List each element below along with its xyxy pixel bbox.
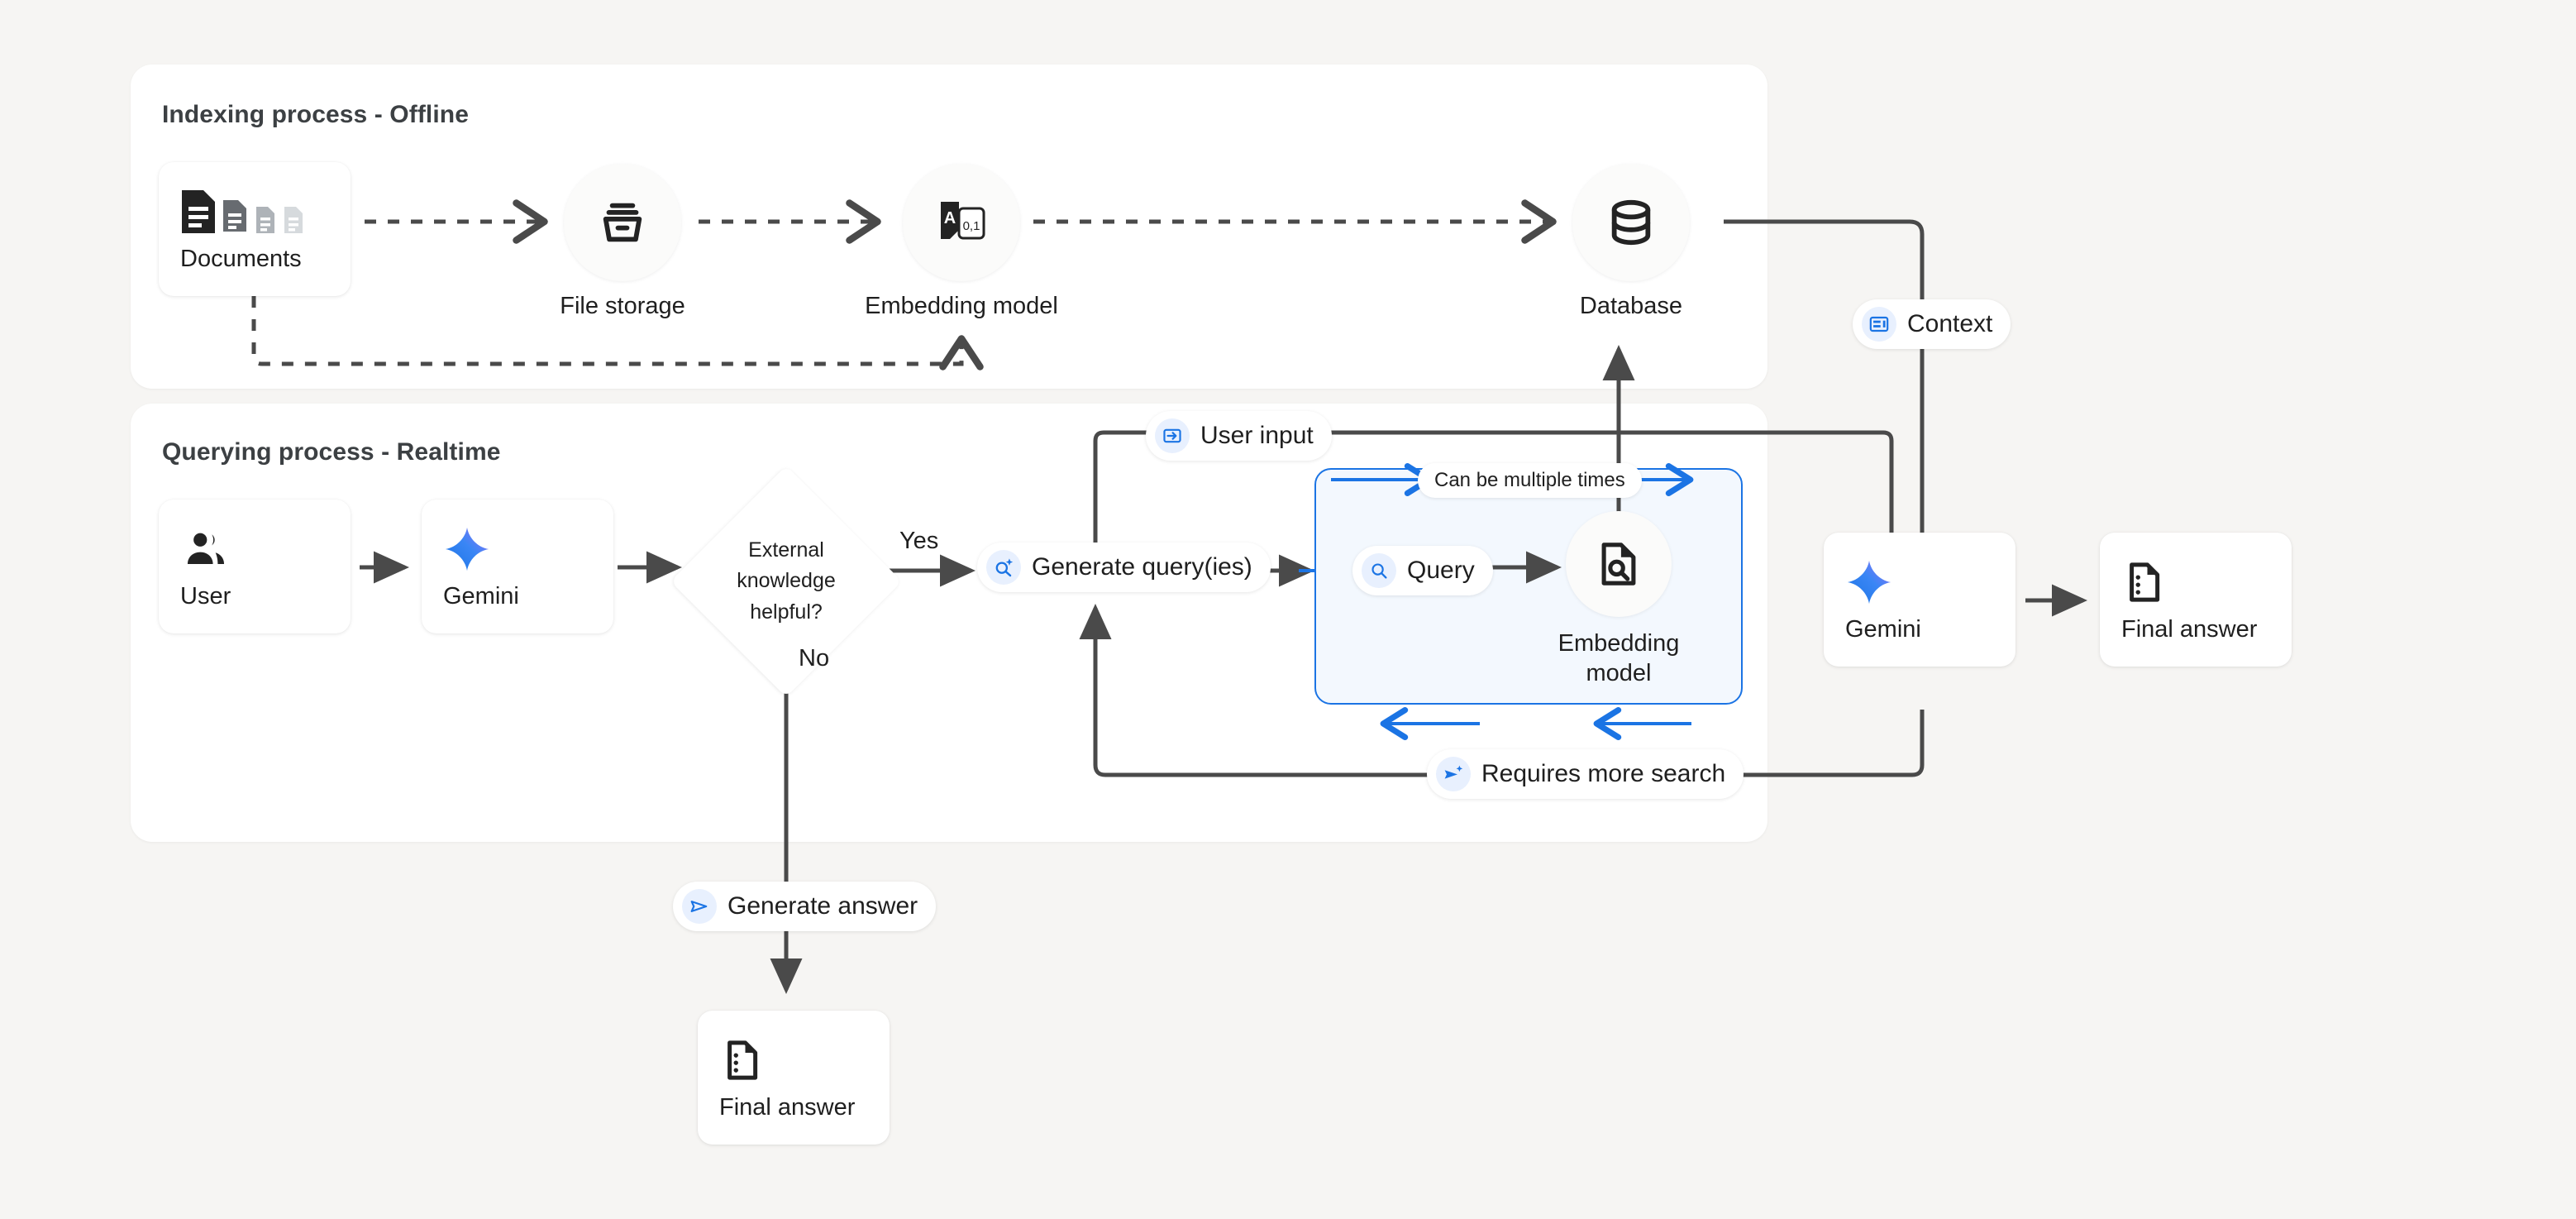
pill-can-be-multiple-times: Can be multiple times <box>1418 463 1642 498</box>
decision-label: External knowledge helpful? <box>737 538 836 624</box>
search-icon <box>1362 553 1396 588</box>
gemini-sparkle-icon <box>443 523 491 575</box>
svg-text:0,1: 0,1 <box>963 219 980 233</box>
node-database[interactable] <box>1572 164 1690 281</box>
requires-more-search-label: Requires more search <box>1481 760 1726 787</box>
gemini-first-label: Gemini <box>443 582 519 610</box>
querying-panel-title: Querying process - Realtime <box>162 438 501 466</box>
edge-label-no: No <box>799 645 830 672</box>
node-file-storage[interactable] <box>564 164 681 281</box>
pill-generate-queries[interactable]: Generate query(ies) <box>977 543 1271 592</box>
node-final-answer-bottom[interactable]: Final answer <box>698 1011 890 1145</box>
node-final-answer-right[interactable]: Final answer <box>2100 533 2292 667</box>
user-input-label: User input <box>1200 422 1314 449</box>
node-gemini-first[interactable]: Gemini <box>422 500 613 633</box>
context-panel-icon <box>1862 307 1896 342</box>
pill-context[interactable]: Context <box>1853 299 2011 349</box>
file-storage-icon <box>603 203 642 242</box>
edge-label-yes: Yes <box>899 528 939 554</box>
node-user[interactable]: User <box>159 500 351 633</box>
query-label: Query <box>1407 557 1475 584</box>
answer-document-icon <box>2121 557 2166 608</box>
send-sparkle-icon <box>1436 757 1471 791</box>
node-gemini-final[interactable]: Gemini <box>1824 533 2015 667</box>
user-group-icon <box>180 523 231 575</box>
node-embedding-model-loop[interactable] <box>1566 511 1672 617</box>
pill-query[interactable]: Query <box>1352 546 1493 595</box>
document-search-icon <box>1601 543 1636 586</box>
pill-user-input[interactable]: User input <box>1146 411 1332 461</box>
node-decision-external-knowledge[interactable]: External knowledge helpful? <box>670 465 903 698</box>
database-label: Database <box>1579 293 1683 319</box>
file-storage-label: File storage <box>560 293 685 319</box>
pill-generate-answer[interactable]: Generate answer <box>673 882 937 931</box>
node-embedding-model[interactable]: 0,1 A <box>903 164 1020 281</box>
final-answer-right-label: Final answer <box>2121 615 2258 643</box>
embedding-model-loop-label: Embedding model <box>1558 630 1680 687</box>
gemini-sparkle-icon <box>1845 557 1893 608</box>
generate-queries-label: Generate query(ies) <box>1032 553 1252 581</box>
context-label: Context <box>1907 310 1993 337</box>
user-label: User <box>180 582 231 610</box>
gemini-final-label: Gemini <box>1845 615 1921 643</box>
can-be-multiple-times-label: Can be multiple times <box>1434 469 1625 491</box>
input-arrow-icon <box>1155 418 1190 453</box>
svg-text:A: A <box>944 209 956 227</box>
node-documents[interactable]: Documents <box>159 162 351 296</box>
send-outline-icon <box>682 889 717 924</box>
database-icon <box>1611 199 1651 246</box>
search-sparkle-icon <box>986 550 1021 585</box>
embedding-model-icon: 0,1 A <box>941 202 985 240</box>
indexing-panel-title: Indexing process - Offline <box>162 101 469 128</box>
pill-requires-more-search[interactable]: Requires more search <box>1427 749 1744 799</box>
embedding-model-label: Embedding model <box>865 293 1058 319</box>
final-answer-bottom-label: Final answer <box>719 1093 856 1121</box>
documents-label: Documents <box>180 245 302 272</box>
generate-answer-label: Generate answer <box>727 892 918 920</box>
answer-document-icon <box>719 1035 764 1086</box>
documents-icon <box>180 186 312 237</box>
